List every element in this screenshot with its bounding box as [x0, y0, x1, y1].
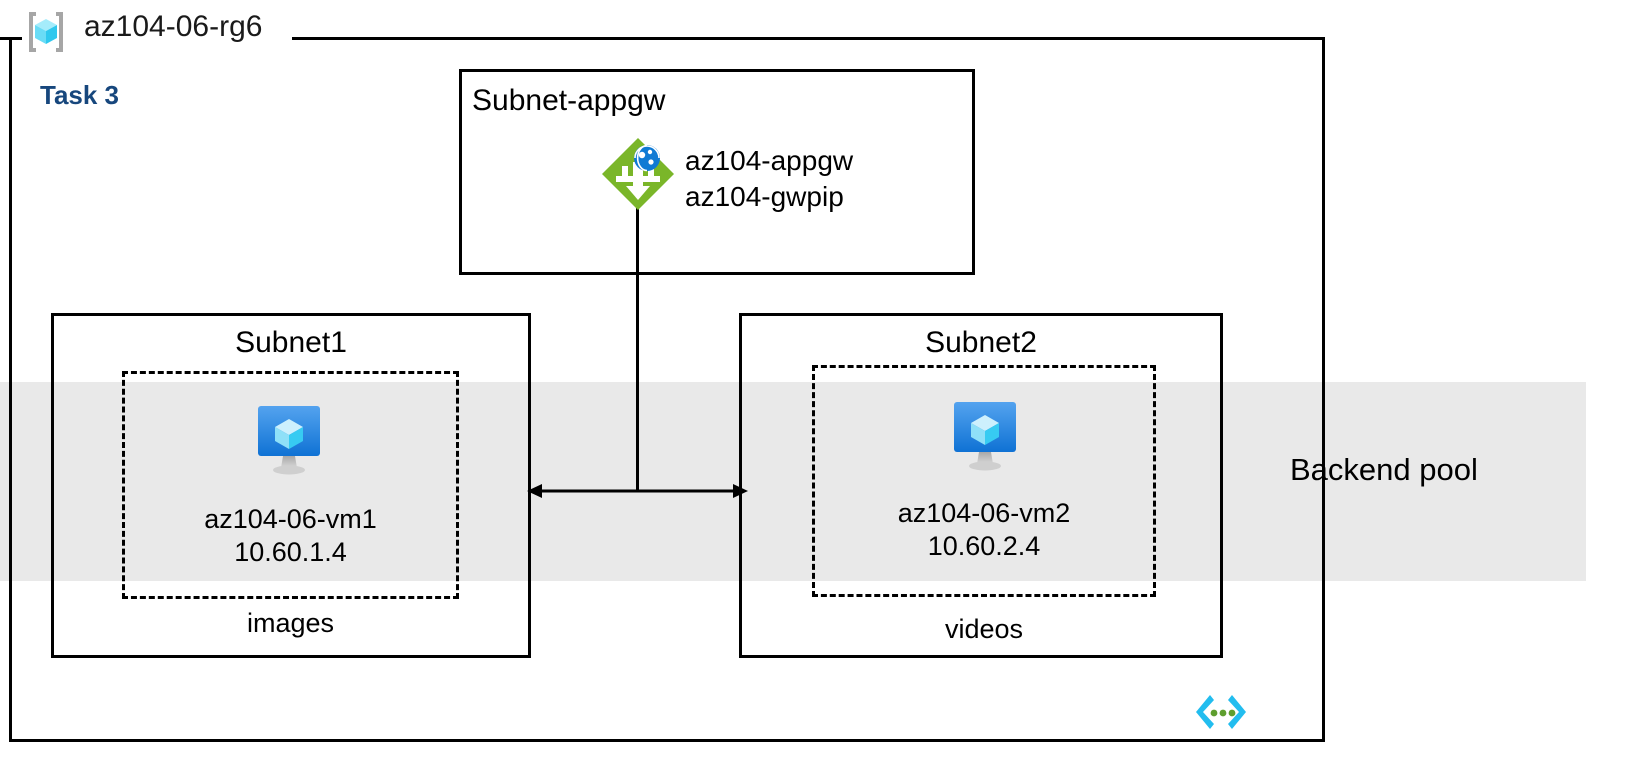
- subnet1-group-caption: images: [246, 608, 335, 638]
- appgw-name: az104-appgw: [685, 145, 854, 176]
- resource-group-header-gap: [22, 27, 292, 49]
- subnet-appgw-box: [459, 69, 975, 275]
- resource-group-name: az104-06-rg6: [84, 10, 263, 43]
- resource-group-cube-icon: [22, 8, 70, 56]
- subnet1-vm-name: az104-06-vm1: [204, 504, 377, 534]
- subnet2-vm-name: az104-06-vm2: [897, 498, 1071, 528]
- subnet1-vm-ip: 10.60.1.4: [234, 537, 347, 567]
- subnet2-vm-labels: az104-06-vm2 10.60.2.4: [812, 497, 1156, 563]
- subnet1-box: [51, 313, 531, 658]
- subnet2-vm-ip: 10.60.2.4: [927, 531, 1041, 561]
- subnet2-title: Subnet2: [925, 326, 1037, 359]
- task-badge: Task 3: [40, 80, 120, 110]
- subnet2-box: [739, 313, 1223, 658]
- application-gateway-icon: [600, 136, 676, 212]
- subnet1-vm-labels: az104-06-vm1 10.60.1.4: [122, 503, 459, 569]
- subnet1-asg-dashed-box: [122, 371, 459, 599]
- resource-group-border-stub: [0, 37, 22, 40]
- subnet2-group-caption: videos: [944, 614, 1024, 644]
- subnet1-subnet2-link-connector: [525, 478, 750, 504]
- subnet2-asg-dashed-box: [812, 365, 1156, 597]
- appgw-resource-labels: az104-appgw az104-gwpip: [685, 143, 853, 215]
- subnet1-title: Subnet1: [235, 326, 347, 359]
- resource-group-container: [9, 37, 1325, 742]
- virtual-machine-icon: [946, 400, 1024, 474]
- appgw-to-backends-connector: [636, 205, 639, 491]
- code-brackets-icon: [1194, 692, 1248, 732]
- virtual-machine-icon: [250, 404, 328, 478]
- appgw-public-ip-name: az104-gwpip: [685, 181, 844, 212]
- backend-pool-label: Backend pool: [1290, 452, 1478, 487]
- subnet-appgw-title: Subnet-appgw: [472, 84, 666, 117]
